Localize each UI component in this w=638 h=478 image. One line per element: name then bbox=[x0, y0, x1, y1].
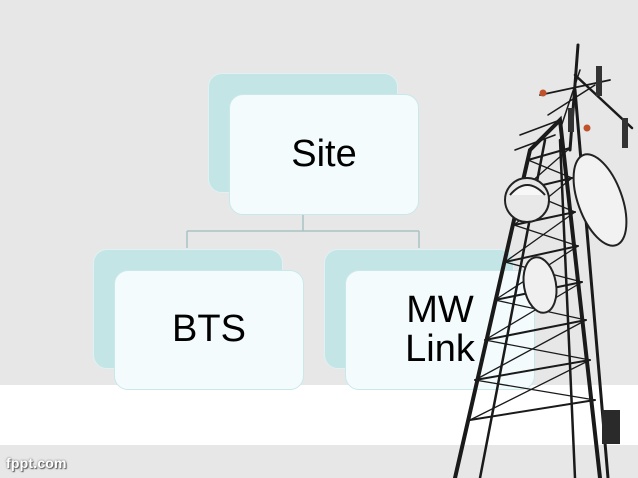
node-mw-link-box: MW Link bbox=[345, 270, 535, 390]
slide-band-white bbox=[0, 385, 638, 445]
watermark-text: fppt.com bbox=[6, 455, 67, 471]
node-bts-label: BTS bbox=[172, 308, 246, 351]
node-bts-box: BTS bbox=[114, 270, 304, 390]
fppt-watermark: fppt.com bbox=[6, 455, 67, 471]
node-site-label: Site bbox=[291, 132, 357, 175]
slide-band-bottom bbox=[0, 445, 638, 478]
node-site-box: Site bbox=[229, 94, 419, 215]
node-mw-link-label: MW Link bbox=[405, 288, 475, 370]
